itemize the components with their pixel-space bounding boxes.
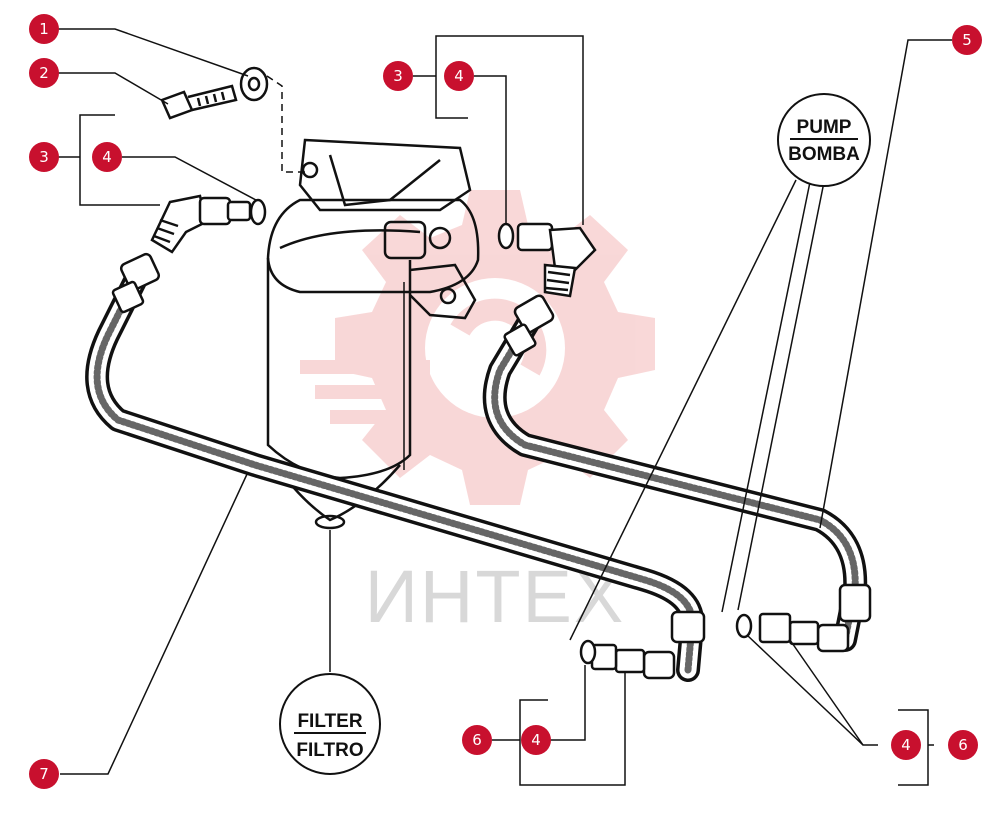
badge-1: 1 [29, 14, 59, 44]
badge-4-lower-left: 4 [521, 725, 551, 755]
badge-6-left: 6 [462, 725, 492, 755]
filter-callout: FILTER FILTRO [279, 673, 381, 775]
badge-2: 2 [29, 58, 59, 88]
badge-6-right: 6 [948, 730, 978, 760]
svg-text:6: 6 [958, 736, 968, 754]
right-elbow-fitting [497, 222, 597, 298]
svg-text:4: 4 [531, 731, 541, 749]
svg-text:6: 6 [472, 731, 482, 749]
svg-text:5: 5 [962, 31, 972, 49]
fuel-line-5 [482, 308, 868, 652]
filter-label: FILTER [297, 711, 362, 732]
badge-4-left: 4 [92, 142, 122, 172]
badge-3-left: 3 [29, 142, 59, 172]
badge-4-right: 4 [444, 61, 474, 91]
badge-5: 5 [952, 25, 982, 55]
svg-text:4: 4 [102, 148, 112, 166]
pump-callout: PUMP BOMBA [777, 93, 871, 187]
filtro-label: FILTRO [296, 740, 363, 761]
leader-lines [58, 28, 952, 786]
washer [239, 66, 269, 102]
badge-3-right: 3 [383, 61, 413, 91]
svg-text:3: 3 [39, 148, 49, 166]
fuel-line-5-end-fittings [503, 294, 872, 653]
badge-7: 7 [29, 759, 59, 789]
svg-text:7: 7 [39, 765, 49, 783]
fuel-line-7 [85, 263, 705, 682]
svg-text:2: 2 [39, 64, 49, 82]
svg-text:1: 1 [39, 20, 49, 38]
svg-text:4: 4 [901, 736, 911, 754]
bolt-path-dashed [266, 75, 305, 173]
bomba-label: BOMBA [788, 144, 860, 165]
bolt [160, 84, 238, 120]
fuel-line-7-end-fittings [111, 252, 706, 680]
badge-4-lower-right: 4 [891, 730, 921, 760]
svg-text:4: 4 [454, 67, 464, 85]
svg-text:3: 3 [393, 67, 403, 85]
left-elbow-fitting [150, 194, 267, 254]
pump-label: PUMP [797, 117, 852, 138]
